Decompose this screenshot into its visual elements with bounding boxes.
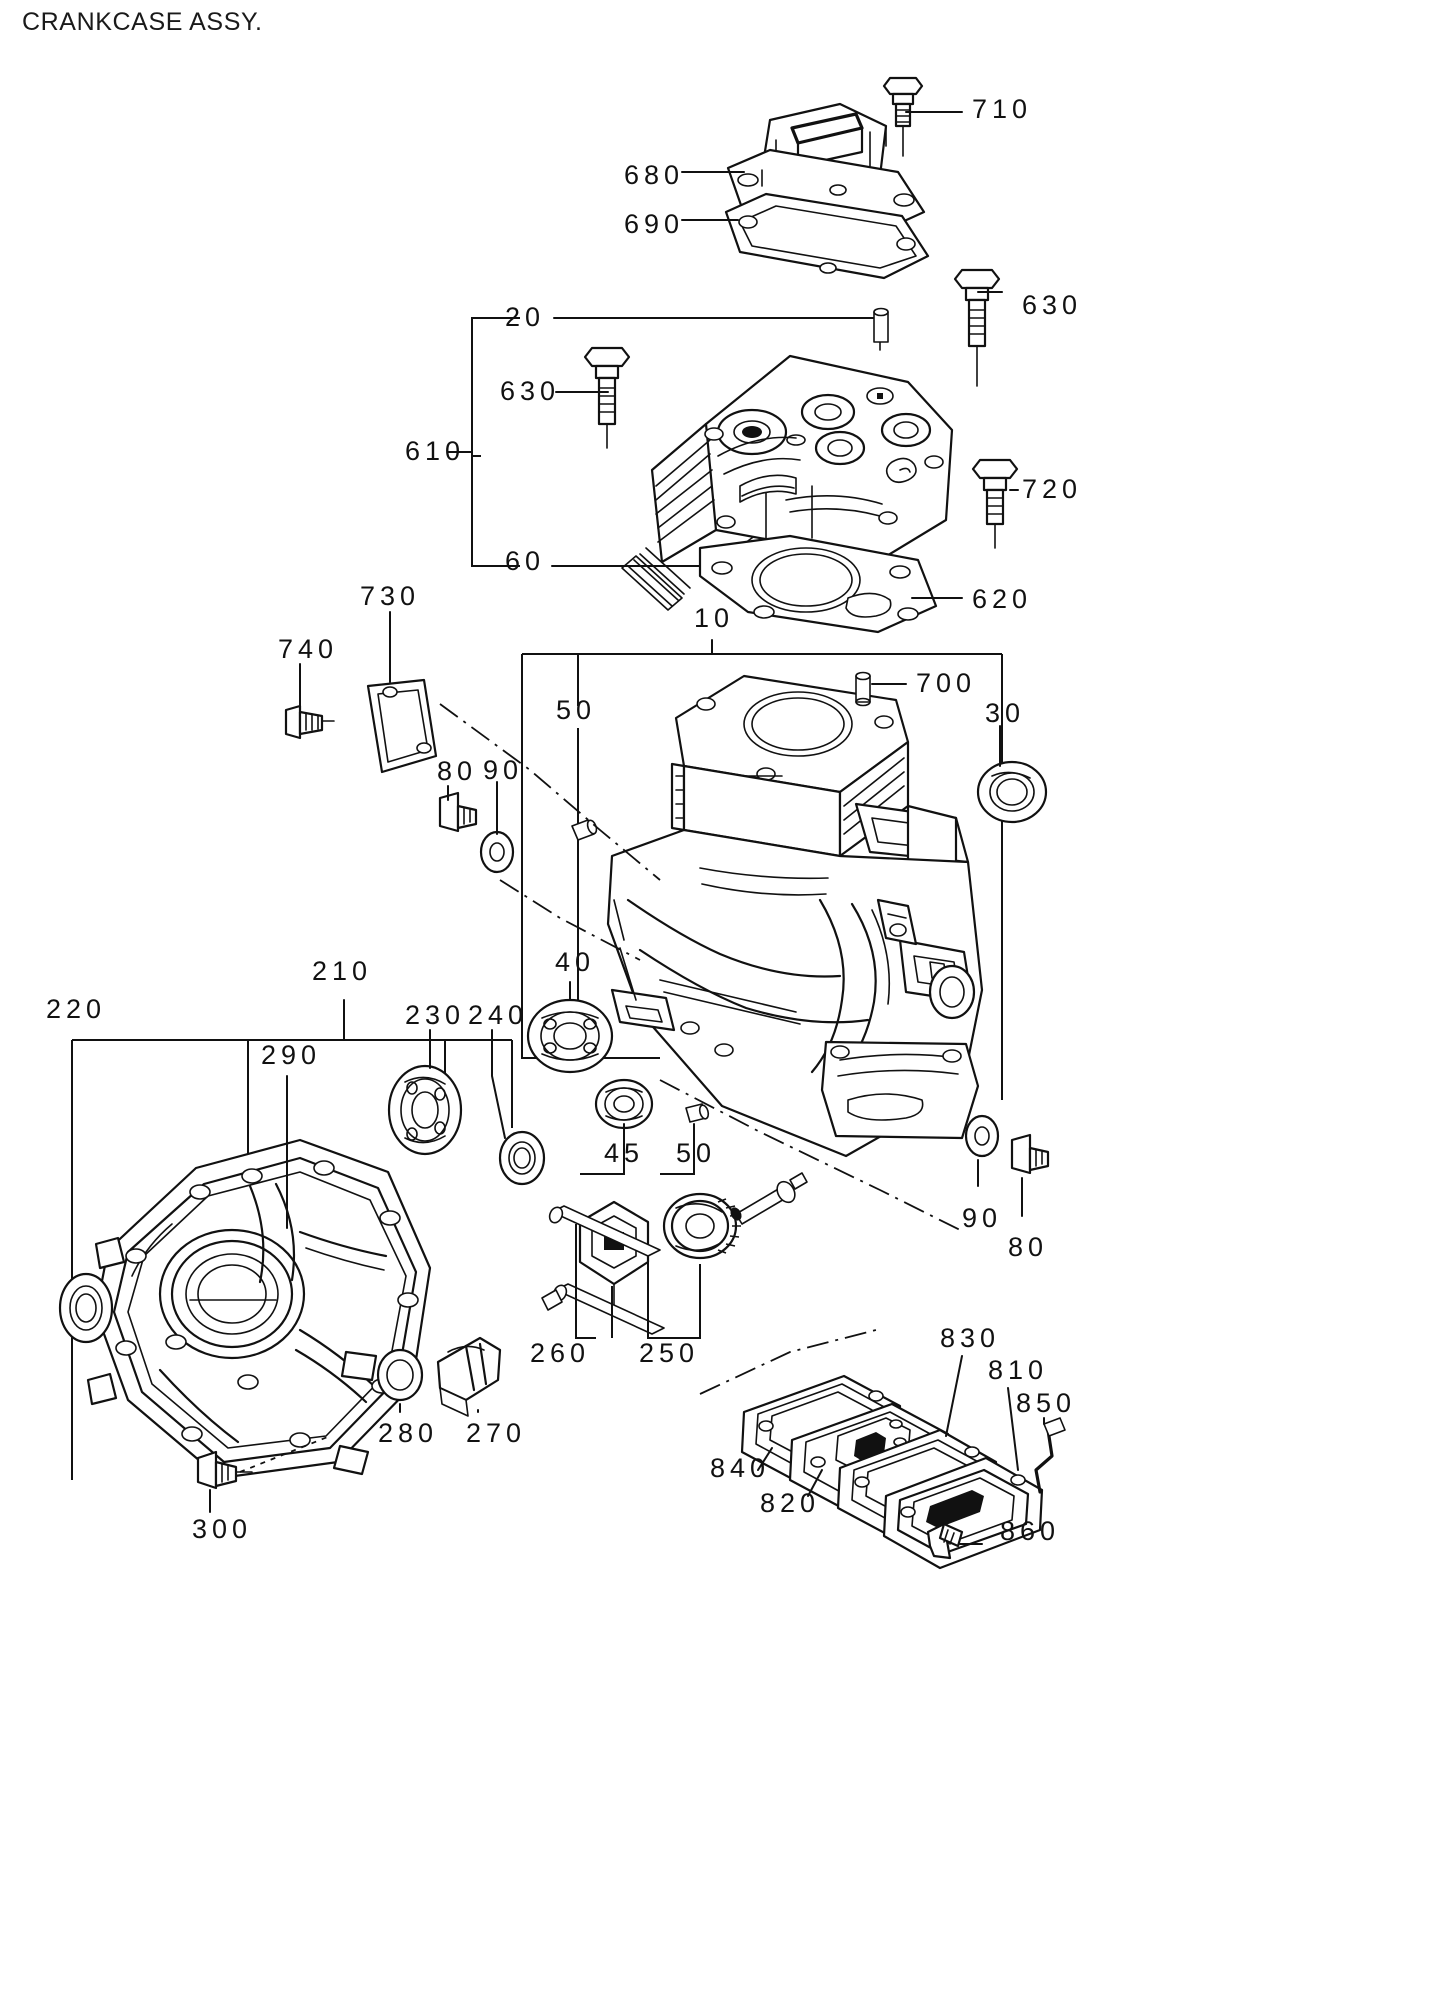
callout-40: 40 [555,947,596,977]
part-20-cylinder-head [650,354,954,564]
callout-810: 810 [988,1355,1049,1385]
callout-250: 250 [639,1338,700,1368]
callout-220: 220 [46,994,107,1024]
centerline-300 [239,1435,331,1473]
page-title: CRANKCASE ASSY. [22,8,263,36]
part-240-oil-seal [498,1130,546,1186]
part-630-bolt-right [953,268,1001,387]
callout-240: 240 [468,1000,529,1030]
callout-270: 270 [466,1418,527,1448]
bracket-50 [660,1130,695,1175]
callout-630-left: 630 [500,376,561,406]
part-270-filler-cap [436,1336,502,1417]
callout-90-bottom: 90 [962,1203,1003,1233]
part-40-bearing [526,998,614,1074]
part-630-bolt-left [583,346,631,449]
callout-700: 700 [916,668,977,698]
callout-850: 850 [1016,1388,1077,1418]
part-90-washer-top [479,830,515,874]
part-710-bolt [882,76,924,157]
part-80-plug-top [438,791,478,833]
callout-80-top: 80 [437,756,478,786]
callout-260: 260 [530,1338,591,1368]
callout-10: 10 [694,603,735,633]
bracket-250 [647,1260,701,1339]
leader-820 [807,1469,823,1497]
bracket-45 [580,1130,625,1175]
callout-740: 740 [278,634,339,664]
callout-50-bottom: 50 [676,1138,717,1168]
part-250-governor [541,1172,808,1335]
callout-50-top: 50 [556,695,597,725]
callout-680: 680 [624,160,685,190]
callout-860: 860 [1000,1516,1061,1546]
breather-centerline [699,1329,877,1395]
part-720-bolt [971,458,1019,549]
part-50-pin-top [571,819,598,841]
leader-830 [945,1355,963,1437]
callout-820: 820 [760,1488,821,1518]
callout-830: 830 [940,1323,1001,1353]
callout-45: 45 [604,1138,645,1168]
callout-840: 840 [710,1453,771,1483]
callout-280: 280 [378,1418,439,1448]
centerline-a [439,703,661,881]
callout-90-top: 90 [483,755,524,785]
callout-720: 720 [1022,474,1083,504]
callout-730: 730 [360,581,421,611]
callout-20: 20 [505,302,546,332]
part-230-bearing [387,1064,463,1156]
bracket-10-50 [521,639,1003,1100]
leader-240 [491,1029,506,1139]
bracket-260 [575,1224,596,1339]
part-730-cover-plate [366,678,438,774]
part-620-head-gasket [698,534,938,634]
part-80-plug-bottom [1010,1133,1050,1175]
callout-610: 610 [405,436,466,466]
centerline-b [499,879,641,961]
part-690-valve-cover-gasket [724,192,930,280]
part-50-pin-bottom [685,1103,710,1123]
part-300-bolt [196,1450,253,1490]
part-30-oil-seal [976,760,1048,824]
head-dowel-pin [873,307,889,343]
part-90-washer-bottom [964,1114,1000,1158]
callout-290: 290 [261,1040,322,1070]
bracket-610 [447,317,520,567]
part-45-bearing [594,1078,654,1130]
part-740-bolt [284,704,335,740]
leader-810 [1007,1387,1019,1471]
part-850-hook [1034,1417,1066,1494]
callout-710: 710 [972,94,1033,124]
centerline-c [659,1079,961,1231]
part-280-o-ring [376,1348,424,1402]
callout-230: 230 [405,1000,466,1030]
callout-210: 210 [312,956,373,986]
part-10-crankcase [606,674,984,1158]
callout-60: 60 [505,546,546,576]
callout-30: 30 [985,698,1026,728]
callout-300: 300 [192,1514,253,1544]
part-700-knock-pin [855,671,871,707]
cover-oil-seal-left [58,1272,114,1344]
part-60-stud [621,547,691,611]
leader-840 [757,1447,773,1471]
callout-80-bottom: 80 [1008,1232,1049,1262]
callout-690: 690 [624,209,685,239]
part-860-bolt [926,1522,964,1560]
callout-620: 620 [972,584,1033,614]
callout-630-right: 630 [1022,290,1083,320]
